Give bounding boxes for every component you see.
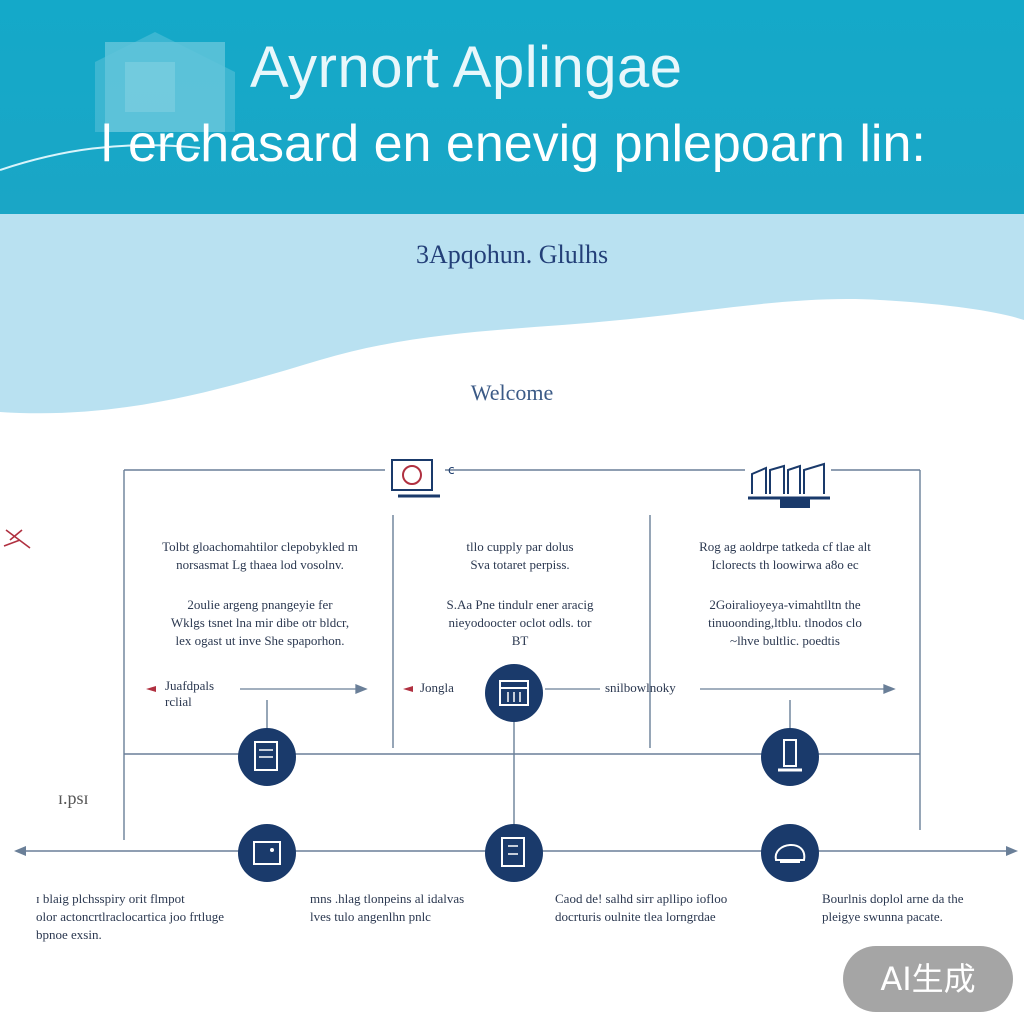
hero-wave bbox=[0, 299, 1024, 450]
node-brain bbox=[761, 824, 819, 882]
column-1-tag: Juafdpals rclial bbox=[165, 678, 215, 709]
column-2-para2: S.Aa Pne tindulr ener aracig nieyodoocte… bbox=[446, 597, 594, 648]
node-briefcase bbox=[238, 824, 296, 882]
section-subtitle: 3Apqohun. Glulhs bbox=[415, 240, 609, 269]
svg-text:c: c bbox=[448, 463, 455, 477]
bottom-text-2: mns .hlag tlonpeins al idalvas lves tulo… bbox=[310, 891, 465, 924]
node-wrench bbox=[761, 728, 819, 786]
column-2-tag: Jongla bbox=[420, 680, 454, 695]
page-title-line2: ǀ erchasard en enevig pnlepoarn lin: bbox=[100, 115, 926, 173]
bottom-text-4: Bourlnis doplol arne da the pleigye swun… bbox=[822, 891, 964, 924]
bottom-text-1: ɪ blaig plchsspiry orit flmpot olor acto… bbox=[36, 891, 225, 942]
column-3-para2: 2Goiralioyeya-vimahtlltn the tinuoonding… bbox=[708, 597, 862, 648]
node-calendar bbox=[485, 664, 543, 722]
column-1-para2: 2oulie argeng pnangeyie fer Wklgs tsnet … bbox=[170, 597, 350, 648]
page-title-line1: Ayrnort Aplingae bbox=[250, 35, 683, 100]
welcome-heading: Welcome bbox=[470, 380, 554, 405]
header-photo-art bbox=[95, 32, 235, 132]
column-3-tag: snilbowlnoky bbox=[605, 680, 676, 695]
column-arrows bbox=[146, 684, 896, 694]
header-swoosh bbox=[0, 144, 201, 171]
diagram-frame bbox=[123, 469, 921, 840]
node-clipboard bbox=[485, 824, 543, 882]
ai-generated-badge: AI生成 bbox=[843, 946, 1013, 1012]
side-mark: ɪ.psɪ bbox=[58, 788, 89, 808]
column-1-para1: Tolbt gloachomahtilor clepobykled m nors… bbox=[162, 539, 358, 572]
bottom-text-3: Caod de! salhd sirr apllipo iofloo docrt… bbox=[555, 891, 728, 924]
column-2-para1: tllo cupply par dolus Sva totaret perpis… bbox=[466, 539, 574, 572]
side-hatch-icon bbox=[3, 529, 31, 549]
gear-machine-icon: c bbox=[385, 454, 455, 500]
factory-icon bbox=[745, 462, 831, 508]
column-3-para1: Rog ag aoldrpe tatkeda cf tlae alt Iclor… bbox=[699, 539, 871, 572]
node-document bbox=[238, 728, 296, 786]
header-banner: Ayrnort Aplingae ǀ erchasard en enevig p… bbox=[0, 0, 1024, 214]
